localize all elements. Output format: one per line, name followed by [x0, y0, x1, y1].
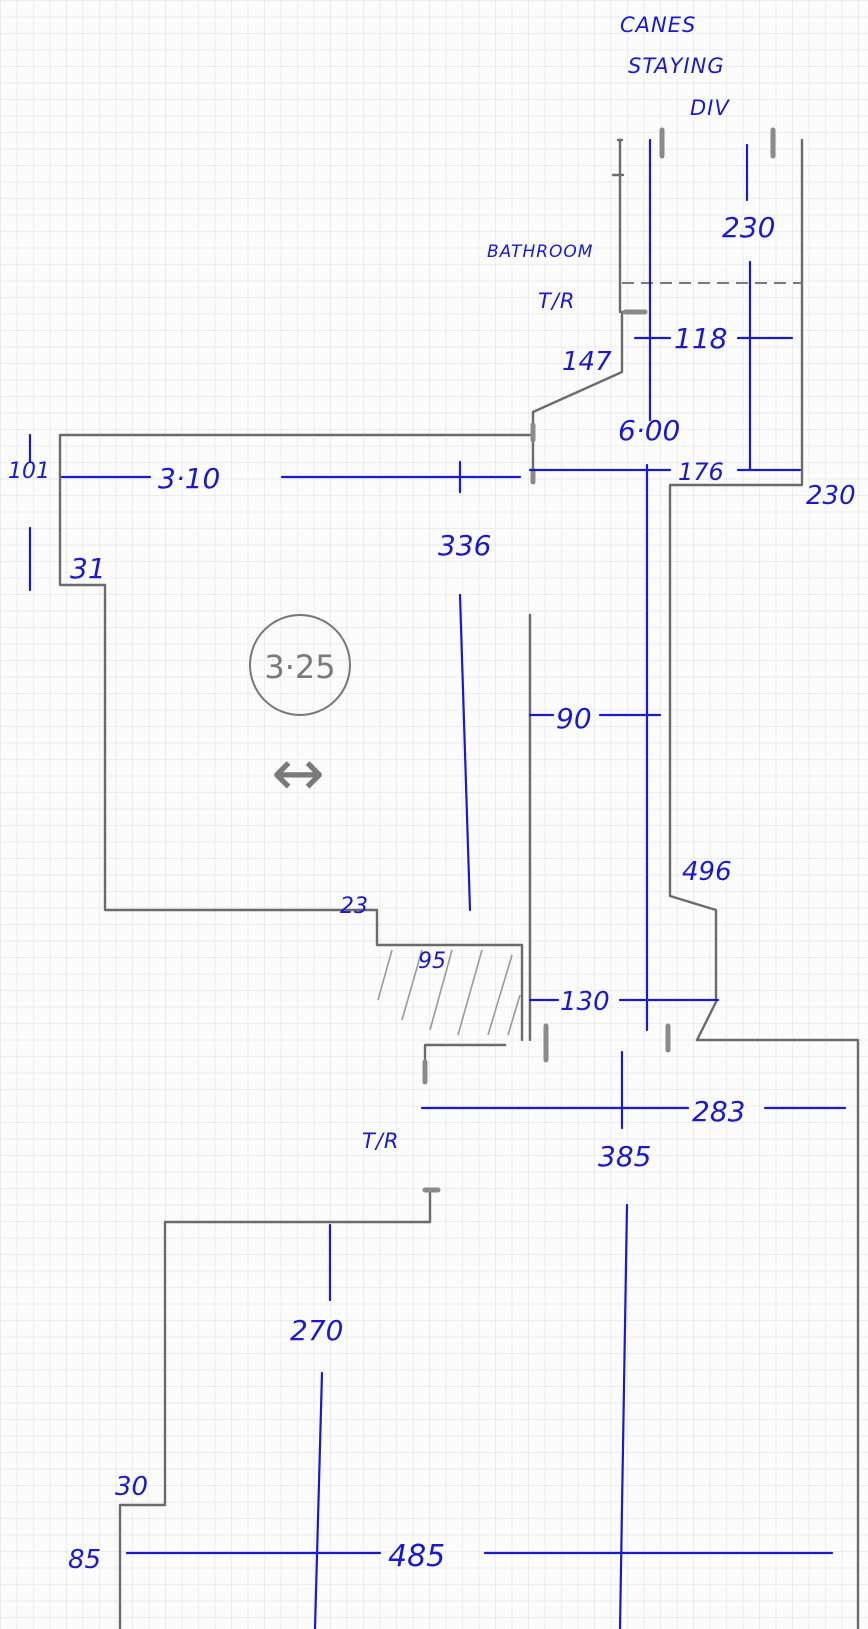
dim-283: 283 [692, 1095, 745, 1128]
dim-101: 101 [8, 459, 50, 484]
wall-outlines [58, 138, 860, 1629]
dim-95: 95 [418, 949, 446, 974]
dim-31: 31 [70, 552, 106, 585]
area-badge: 3·25 ↔ [249, 614, 351, 811]
upper-room-wall [58, 433, 532, 1042]
dim-90: 90 [556, 702, 592, 735]
hatched-block [377, 949, 521, 1036]
dim-230-top: 230 [722, 211, 775, 244]
dim-118: 118 [674, 322, 727, 355]
stair-bracket [611, 138, 625, 177]
note-bathroom-line1: BATHROOM [487, 242, 593, 262]
lower-room-left-wall [118, 1188, 432, 1629]
dimension-labels: 230 118 147 6·00 176 230 101 3·10 336 31… [8, 211, 856, 1575]
dim-147: 147 [562, 347, 612, 377]
area-circle [249, 614, 351, 716]
dim-176: 176 [678, 458, 724, 486]
dim-600: 6·00 [618, 414, 680, 447]
note-bathroom-line2: T/R [538, 289, 576, 313]
note-top-line3: DIV [690, 96, 730, 120]
note-lower-tr: T/R [362, 1129, 400, 1153]
dim-30: 30 [115, 1472, 148, 1502]
dim-496: 496 [682, 857, 732, 887]
note-top-line2: STAYING [628, 54, 725, 78]
door-markers [422, 127, 776, 1193]
note-top-line1: CANES [620, 13, 696, 37]
stair-corridor-wall [668, 138, 804, 1042]
dim-385: 385 [598, 1140, 651, 1173]
dim-130: 130 [560, 987, 610, 1017]
dimension-lines [28, 138, 847, 1629]
dim-270: 270 [290, 1314, 343, 1347]
dim-85: 85 [68, 1545, 101, 1575]
lower-room-opening [423, 1043, 507, 1079]
area-badge-value: 3·25 [264, 648, 335, 686]
dim-230-right: 230 [806, 481, 856, 511]
double-arrow-icon: ↔ [271, 737, 325, 811]
dim-485: 485 [388, 1539, 445, 1574]
dim-310: 3·10 [158, 462, 220, 495]
notes: CANES STAYING DIV BATHROOM T/R T/R [362, 13, 730, 1153]
dim-23: 23 [340, 894, 368, 919]
lower-room-wall [695, 1038, 860, 1629]
bathroom-wall-bottom [531, 310, 624, 484]
dim-336: 336 [438, 529, 491, 562]
